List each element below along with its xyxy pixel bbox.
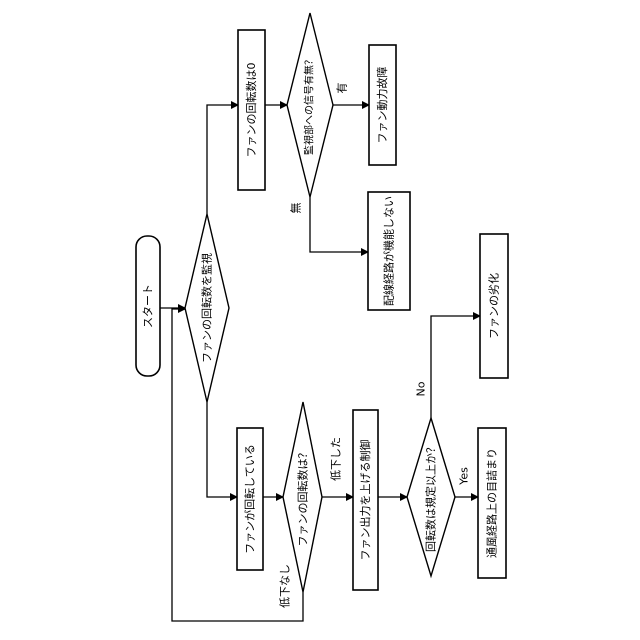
edge-monitor-to-rotating <box>207 402 237 497</box>
label-start: スタート <box>142 284 155 328</box>
label-zero-rpm: ファンの回転数は0 <box>245 63 258 158</box>
label-wiring-fault: 配線経路が機能しない <box>382 196 396 306</box>
edge-signal-to-wiring <box>310 197 368 252</box>
edge-label-decreased: 低下した <box>330 437 343 481</box>
edge-monitor-to-zero <box>207 105 238 214</box>
label-monitor: ファンの回転数を監視 <box>200 253 214 363</box>
edge-spec-to-deterioration <box>431 316 480 418</box>
edge-label-yes-signal: 有 <box>335 83 349 94</box>
label-power-fault: ファン動力故障 <box>375 67 389 144</box>
edge-label-not-decreased: 低下なし <box>279 564 292 608</box>
edge-label-yes: Yes <box>458 467 471 486</box>
edge-label-no-signal: 無 <box>289 203 303 214</box>
label-rotating: ファンが回転している <box>243 444 257 554</box>
edge-label-no: No <box>415 381 428 396</box>
label-spec-check: 回転数は規定以上か？ <box>424 442 438 552</box>
label-signal-check: 監視部への信号有無？ <box>303 55 316 155</box>
label-clogging: 通風経路上の目詰まり <box>485 448 499 558</box>
label-deterioration: ファンの劣化 <box>487 273 501 339</box>
label-raise-output: ファン出力を上げる制御 <box>358 440 372 561</box>
label-rpm-check: ファンの回転数は？ <box>297 448 310 547</box>
